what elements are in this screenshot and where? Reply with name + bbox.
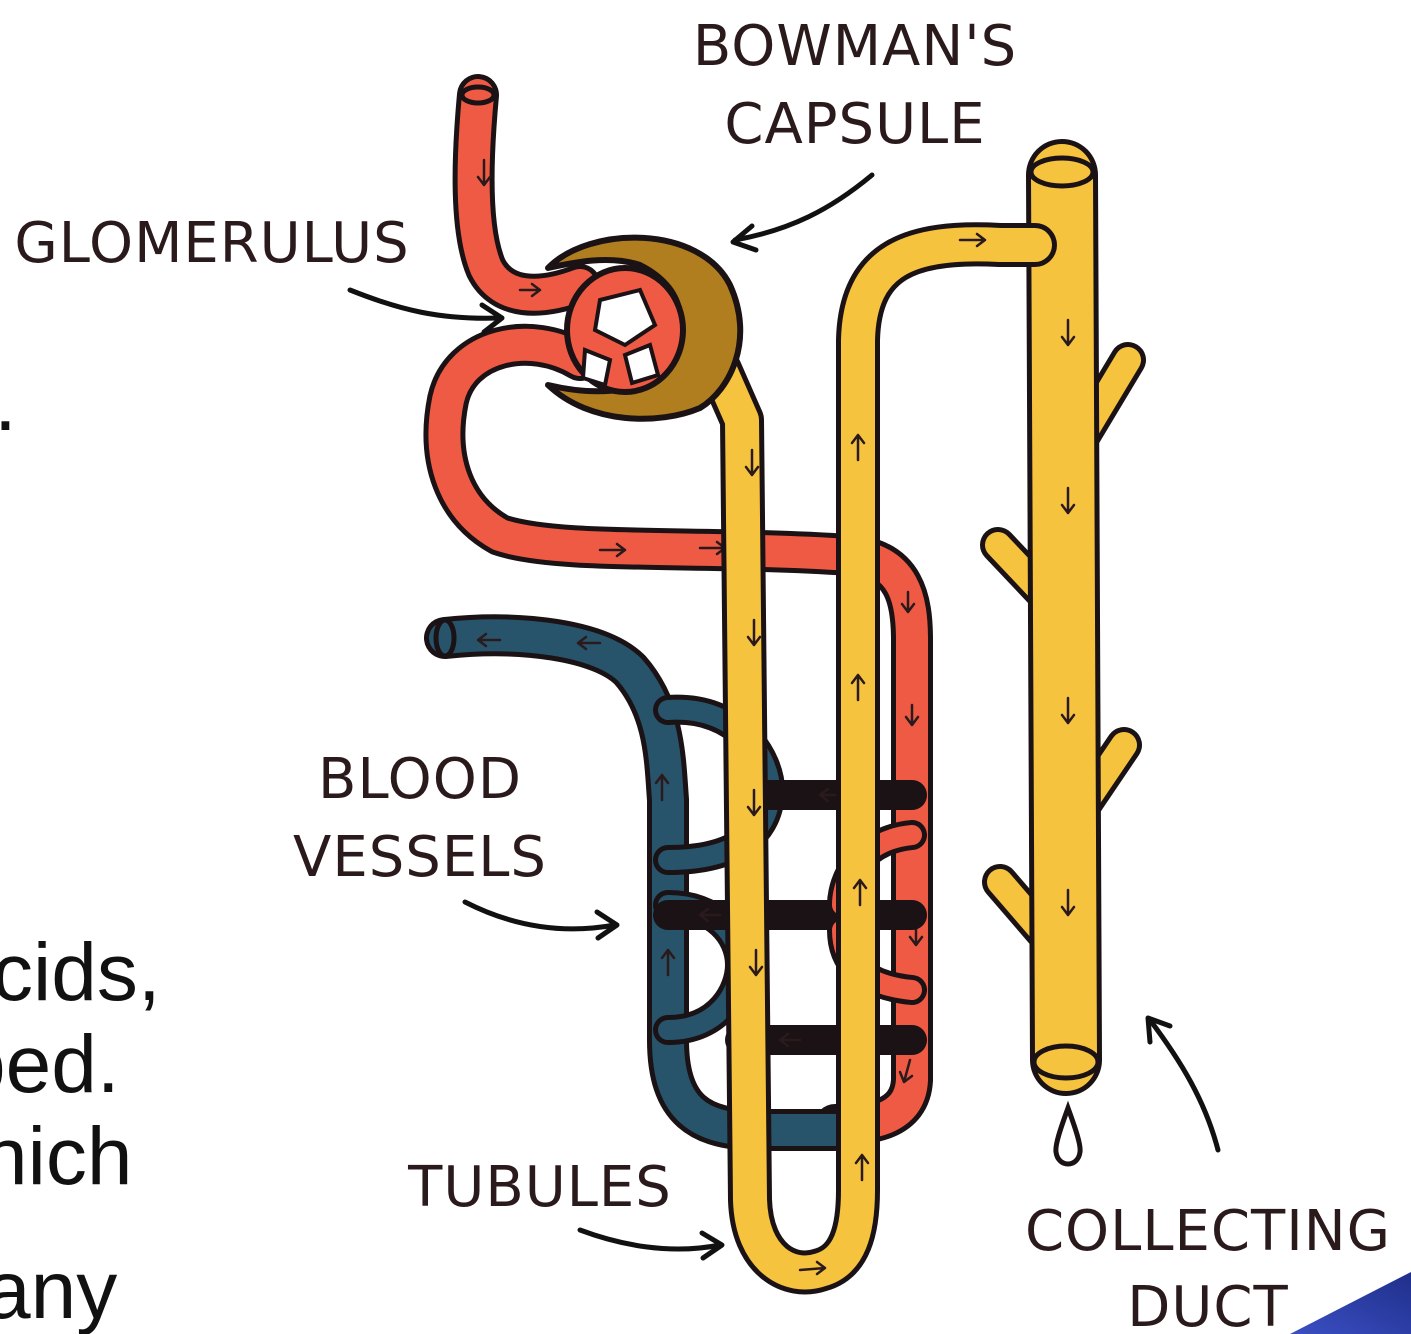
tubules [720, 234, 1035, 1274]
label-tubules: TUBULES [407, 1155, 672, 1220]
label-bowmans-line1: BOWMAN'S [693, 14, 1017, 79]
urine-droplet [1056, 1108, 1080, 1164]
label-collecting-line2: DUCT [1127, 1275, 1288, 1334]
label-bowmans-line2: CAPSULE [724, 92, 985, 157]
side-text-line5: any [0, 1245, 117, 1334]
label-collecting-line1: COLLECTING [1025, 1199, 1391, 1264]
side-text-line1: . [0, 357, 17, 448]
label-blood-line1: BLOOD [318, 747, 522, 812]
glomerulus [567, 268, 683, 392]
side-text-line4: hich [0, 1111, 132, 1202]
corner-accent [1290, 1272, 1411, 1334]
side-text-line2: cids, [0, 927, 161, 1018]
label-glomerulus: GLOMERULUS [14, 211, 409, 276]
collecting-duct [998, 158, 1128, 1164]
side-text-line3: bed. [0, 1019, 120, 1110]
label-blood-line2: VESSELS [293, 825, 547, 890]
